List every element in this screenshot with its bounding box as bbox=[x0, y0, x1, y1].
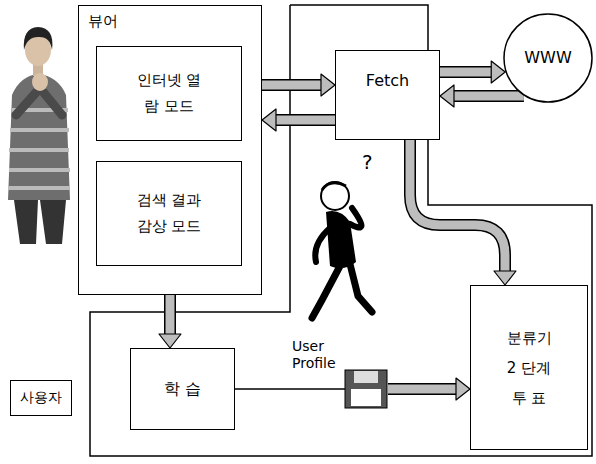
mode-box: 검색 결과 감상 모드 bbox=[96, 161, 242, 266]
head bbox=[321, 182, 349, 210]
hair bbox=[322, 183, 346, 190]
block-arrow bbox=[235, 378, 470, 400]
storage-label: User Profile bbox=[292, 338, 344, 372]
torso bbox=[326, 211, 356, 268]
sweater-stripes bbox=[8, 110, 70, 188]
node-text: 인터넷 열람 모드 bbox=[135, 68, 204, 119]
arrow-shaft bbox=[166, 295, 175, 335]
arrow-shaft-outline bbox=[453, 90, 524, 102]
process-box: Fetch bbox=[335, 50, 440, 140]
node-text: 사용자 bbox=[20, 386, 62, 410]
arrow-head bbox=[321, 74, 335, 96]
arrow-shaft-outline bbox=[440, 66, 492, 78]
block-arrow bbox=[440, 85, 524, 107]
block-arrow bbox=[440, 61, 505, 83]
arm-back bbox=[315, 228, 330, 262]
legs bbox=[312, 264, 372, 318]
arrow-shaft bbox=[453, 92, 524, 101]
mode-box: 인터넷 열람 모드 bbox=[96, 46, 242, 141]
floppy-disk bbox=[345, 370, 387, 408]
circle-shape bbox=[504, 14, 592, 102]
arrow-head bbox=[159, 334, 181, 348]
block-arrow bbox=[159, 295, 181, 348]
user-photo bbox=[8, 27, 70, 244]
legs bbox=[14, 200, 66, 244]
panel-heading: 뷰어 bbox=[88, 12, 118, 32]
web-circle: WWW bbox=[503, 13, 593, 103]
arrow-head bbox=[491, 61, 505, 83]
process-box: 분류기 2 단계 투 표 bbox=[470, 285, 588, 450]
data-line bbox=[235, 388, 345, 390]
floppy-label bbox=[351, 389, 381, 406]
arrow-shaft bbox=[275, 116, 335, 125]
arrow-shaft bbox=[410, 140, 505, 272]
arrow-shaft-outline bbox=[388, 383, 457, 395]
arrow-shaft-outline bbox=[410, 140, 505, 272]
arrow-shaft-outline bbox=[275, 114, 335, 126]
sweater bbox=[8, 74, 70, 200]
arrow-shaft-outline bbox=[164, 295, 176, 335]
node-text: Fetch bbox=[366, 67, 409, 94]
arms bbox=[16, 88, 62, 115]
question-mark: ? bbox=[362, 150, 373, 174]
thinking-man bbox=[312, 182, 372, 318]
floppy-body bbox=[345, 370, 387, 408]
arrow-shaft bbox=[440, 68, 492, 77]
block-arrow bbox=[262, 109, 335, 131]
actor-box: 사용자 bbox=[10, 380, 72, 416]
node-text: 검색 결과 감상 모드 bbox=[135, 188, 204, 239]
arrow-shaft bbox=[388, 385, 457, 394]
arrow-head bbox=[494, 271, 516, 285]
system-outline bbox=[90, 5, 592, 456]
floppy-shutter bbox=[354, 371, 378, 383]
node-text: 학 습 bbox=[164, 375, 201, 402]
arrow-head bbox=[440, 85, 454, 107]
arrow-head bbox=[262, 109, 276, 131]
hair bbox=[24, 27, 53, 50]
arrow-head bbox=[456, 378, 470, 400]
arrow-shaft bbox=[262, 81, 322, 90]
process-box: 학 습 bbox=[130, 348, 235, 430]
node-text: 분류기 2 단계 투 표 bbox=[504, 323, 555, 413]
block-arrow bbox=[410, 140, 516, 285]
viewer-panel: 뷰어인터넷 열람 모드검색 결과 감상 모드 bbox=[78, 5, 262, 295]
block-arrow bbox=[262, 74, 335, 96]
hands bbox=[32, 73, 48, 91]
arm bbox=[350, 208, 362, 228]
arrow-shaft-outline bbox=[262, 79, 322, 91]
node-text: WWW bbox=[524, 44, 571, 71]
